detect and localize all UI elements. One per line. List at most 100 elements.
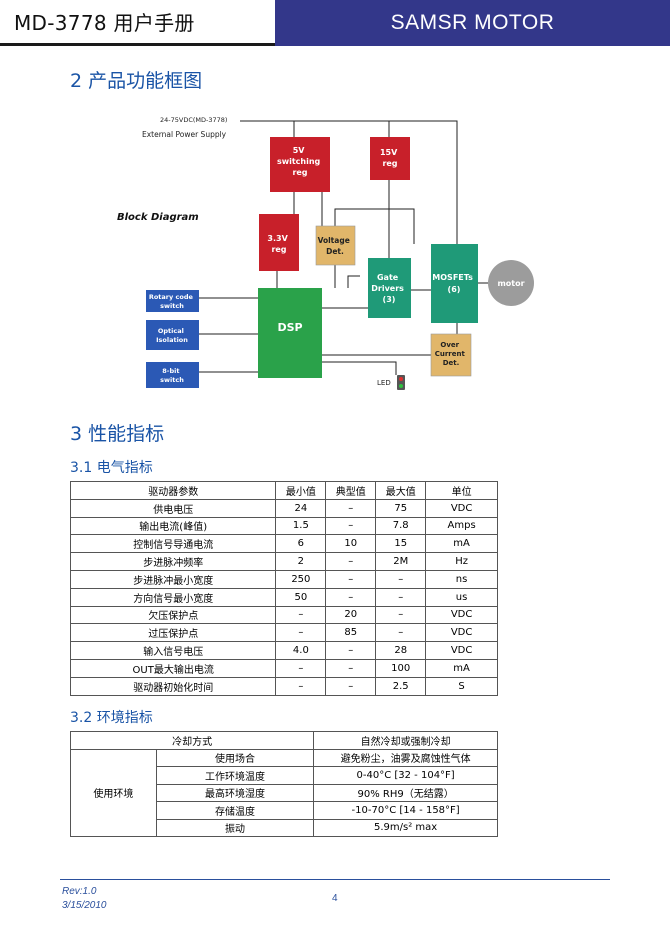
bit8-switch-label: 8-bit	[162, 367, 179, 375]
value-cell: Amps	[425, 516, 498, 536]
svg-text:Optical Isolation: Optical Isolation	[156, 327, 188, 344]
value-cell: –	[325, 641, 377, 660]
param-cell: 控制信号导通电流	[69, 534, 277, 554]
value-cell: 2	[275, 552, 327, 571]
value-cell: –	[275, 623, 327, 643]
section-3-2-title: 3.2 环境指标	[70, 710, 153, 726]
header-cell: 单位	[425, 481, 498, 500]
footer-divider	[60, 879, 610, 880]
value-cell: 15	[375, 534, 427, 554]
env-value-cell: -10-70°C [14 - 158°F]	[313, 801, 498, 820]
value-cell: 20	[325, 605, 377, 625]
reg-5v-label: reg	[292, 168, 307, 177]
optical-isolation-label: Optical	[158, 327, 184, 335]
reg-3v3-label: 3.3V	[267, 234, 288, 243]
value-cell: 1.5	[275, 516, 327, 536]
section-3-1-title: 3.1 电气指标	[70, 460, 153, 476]
env-param-cell: 振动	[155, 818, 315, 837]
power-label-2: External Power Supply	[142, 130, 227, 139]
value-cell: –	[375, 569, 427, 589]
value-cell: 4.0	[275, 641, 327, 660]
value-cell: VDC	[425, 605, 498, 625]
motor-label: motor	[497, 279, 524, 288]
manual-title: MD-3778 用户手册	[14, 11, 195, 35]
env-value-cell: 避免粉尘，油雾及腐蚀性气体	[313, 748, 498, 767]
optical-isolation-label: Isolation	[156, 336, 188, 344]
gate-drivers-box	[368, 258, 411, 318]
value-cell: 10	[325, 534, 377, 554]
param-cell: 输入信号电压	[69, 641, 277, 660]
value-cell: –	[375, 587, 427, 607]
mosfets-box	[431, 244, 478, 323]
voltage-det-box	[315, 225, 356, 266]
value-cell: 7.8	[375, 516, 427, 536]
param-cell: 供电电压	[69, 498, 277, 518]
value-cell: 24	[275, 498, 327, 518]
value-cell: 2.5	[375, 676, 427, 696]
voltage-det-label: Det.	[326, 247, 344, 256]
env-param-cell: 工作环境温度	[155, 766, 315, 785]
footer-rev: Rev:1.0	[62, 886, 97, 897]
header-cell: 最小值	[275, 481, 327, 500]
value-cell: 85	[325, 623, 377, 643]
reg-3v3-box	[259, 214, 299, 271]
gate-drivers-label: (3)	[383, 295, 396, 304]
table-row: 过压保护点–85–VDC	[69, 623, 498, 643]
env-value-cell: 0-40°C [32 - 104°F]	[313, 766, 498, 785]
led-label: LED	[377, 379, 391, 387]
page-number: 4	[332, 893, 338, 904]
env-value-cell: 5.9m/s² max	[313, 818, 498, 837]
table-header-row: 驱动器参数 最小值 典型值 最大值 单位	[69, 481, 498, 500]
svg-text:MOSFETs (6): MOSFETs (6)	[432, 273, 475, 294]
value-cell: 6	[275, 534, 327, 554]
header-right: SAMSR MOTOR	[275, 0, 670, 46]
table-row: 欠压保护点–20–VDC	[69, 605, 498, 625]
led-red-icon	[399, 377, 403, 381]
svg-text:Gate Drivers (3): Gate Drivers (3)	[371, 273, 406, 304]
param-cell: OUT最大输出电流	[69, 658, 277, 678]
value-cell: –	[325, 587, 377, 607]
reg-15v-label: reg	[382, 159, 397, 168]
section-3-title: 3 性能指标	[70, 423, 165, 445]
gate-drivers-label: Gate	[377, 273, 399, 282]
over-current-box	[430, 333, 472, 377]
value-cell: –	[325, 569, 377, 589]
value-cell: VDC	[425, 641, 498, 660]
value-cell: –	[325, 658, 377, 678]
value-cell: –	[325, 552, 377, 571]
cooling-value: 自然冷却或强制冷却	[313, 731, 498, 750]
value-cell: ns	[425, 569, 498, 589]
section-2-title: 2 产品功能框图	[70, 70, 203, 92]
value-cell: –	[275, 676, 327, 696]
environment-specs-table: 冷却方式 自然冷却或强制冷却 使用环境使用场合避免粉尘，油雾及腐蚀性气体工作环境…	[69, 731, 498, 837]
header-cell: 最大值	[375, 481, 427, 500]
voltage-det-label: Voltage	[318, 236, 350, 245]
footer-date: 3/15/2010	[62, 900, 107, 911]
param-cell: 步进脉冲频率	[69, 552, 277, 571]
bit8-switch-box	[146, 362, 199, 388]
svg-text:3.3V reg: 3.3V reg	[267, 234, 290, 254]
svg-text:Rotary code switch: Rotary code switch	[149, 293, 195, 310]
svg-text:15V reg: 15V reg	[380, 148, 400, 168]
mosfets-label: MOSFETs	[432, 273, 473, 282]
value-cell: mA	[425, 534, 498, 554]
value-cell: –	[375, 605, 427, 625]
brand-name: SAMSR MOTOR	[390, 11, 555, 34]
value-cell: 75	[375, 498, 427, 518]
rotary-switch-box	[146, 290, 199, 312]
value-cell: –	[275, 605, 327, 625]
reg-5v-label: 5V	[293, 146, 306, 155]
svg-text:Voltage Det.: Voltage Det.	[318, 236, 353, 256]
value-cell: –	[375, 623, 427, 643]
gate-drivers-label: Drivers	[371, 284, 404, 293]
over-current-label: Current	[435, 350, 466, 358]
mosfets-label: (6)	[448, 285, 461, 294]
param-cell: 驱动器初始化时间	[69, 676, 277, 696]
motor-circle	[488, 260, 534, 306]
